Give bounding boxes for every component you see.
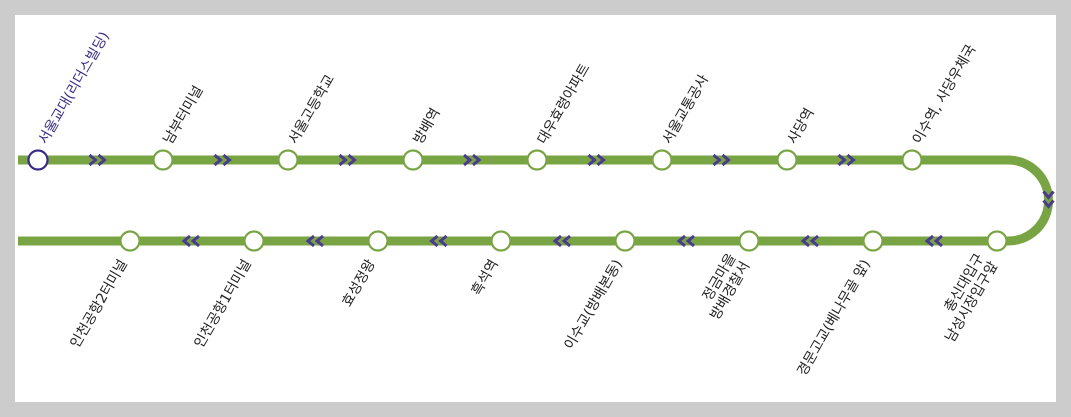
direction-arrow — [429, 234, 448, 248]
direction-arrow — [552, 234, 571, 248]
direction-arrow — [88, 153, 107, 167]
stop-label: 대우효령아파트 — [535, 61, 594, 147]
direction-arrow — [1042, 190, 1055, 209]
direction-arrow — [587, 153, 606, 167]
route-line — [18, 155, 1053, 246]
stop-label-group: 경문고교(베나무골 앞) — [794, 257, 874, 379]
direction-arrow — [213, 153, 232, 167]
direction-arrow — [338, 153, 357, 167]
stop-marker — [651, 149, 673, 171]
direction-arrow — [800, 234, 819, 248]
route-map: 서울교대(리더스빌딩) 남부터미널 서울고등학교 방배역 대우효령아파트 서울교통공사 사당… — [18, 29, 1055, 379]
stop-marker — [901, 149, 923, 171]
route-map-panel: 서울교대(리더스빌딩) 남부터미널 서울고등학교 방배역 대우효령아파트 서울교통공사 사당… — [15, 15, 1056, 402]
stop-marker — [526, 149, 548, 171]
stop-marker — [119, 230, 141, 252]
stop-label: 인천공항2터미널 — [68, 257, 131, 351]
stop-label-group: 인천공항1터미널 — [192, 257, 255, 351]
stop-label: 이수역, 사당우체국 — [910, 42, 980, 147]
direction-arrow — [463, 153, 482, 167]
stop-marker — [27, 149, 49, 171]
stop-marker — [862, 230, 884, 252]
stop-label: 경문고교(베나무골 앞) — [794, 257, 874, 379]
stop-marker — [277, 149, 299, 171]
stop-label: 서울교통공사 — [660, 72, 713, 147]
stop-marker — [490, 230, 512, 252]
direction-arrow — [181, 234, 200, 248]
stop-label: 서울교대(리더스빌딩) — [36, 29, 113, 147]
stop-label-group: 이수교(방배본동) — [562, 257, 626, 353]
direction-arrow — [924, 234, 943, 248]
stop-marker — [776, 149, 798, 171]
direction-arrow — [712, 153, 731, 167]
stop-label-group: 인천공항2터미널 — [68, 257, 131, 351]
stop-label: 서울고등학교 — [286, 72, 339, 147]
stop-marker — [738, 230, 760, 252]
direction-arrow — [305, 234, 324, 248]
stop-label: 효성정왕 — [339, 257, 379, 310]
stop-marker — [367, 230, 389, 252]
stop-marker — [243, 230, 265, 252]
direction-arrow — [837, 153, 856, 167]
stop-label: 이수교(방배본동) — [562, 257, 626, 353]
stop-marker — [402, 149, 424, 171]
direction-arrow — [676, 234, 695, 248]
stop-marker — [986, 230, 1008, 252]
stop-label-group: 흑석역 — [468, 257, 502, 299]
stop-label: 남부터미널 — [161, 83, 207, 147]
stop-marker — [152, 149, 174, 171]
stop-label: 인천공항1터미널 — [192, 257, 255, 351]
stop-marker — [614, 230, 636, 252]
stop-label: 방배역 — [411, 106, 444, 147]
stop-label: 흑석역 — [468, 257, 502, 299]
stop-label: 사당역 — [785, 106, 818, 147]
stop-label-group: 효성정왕 — [339, 257, 379, 310]
